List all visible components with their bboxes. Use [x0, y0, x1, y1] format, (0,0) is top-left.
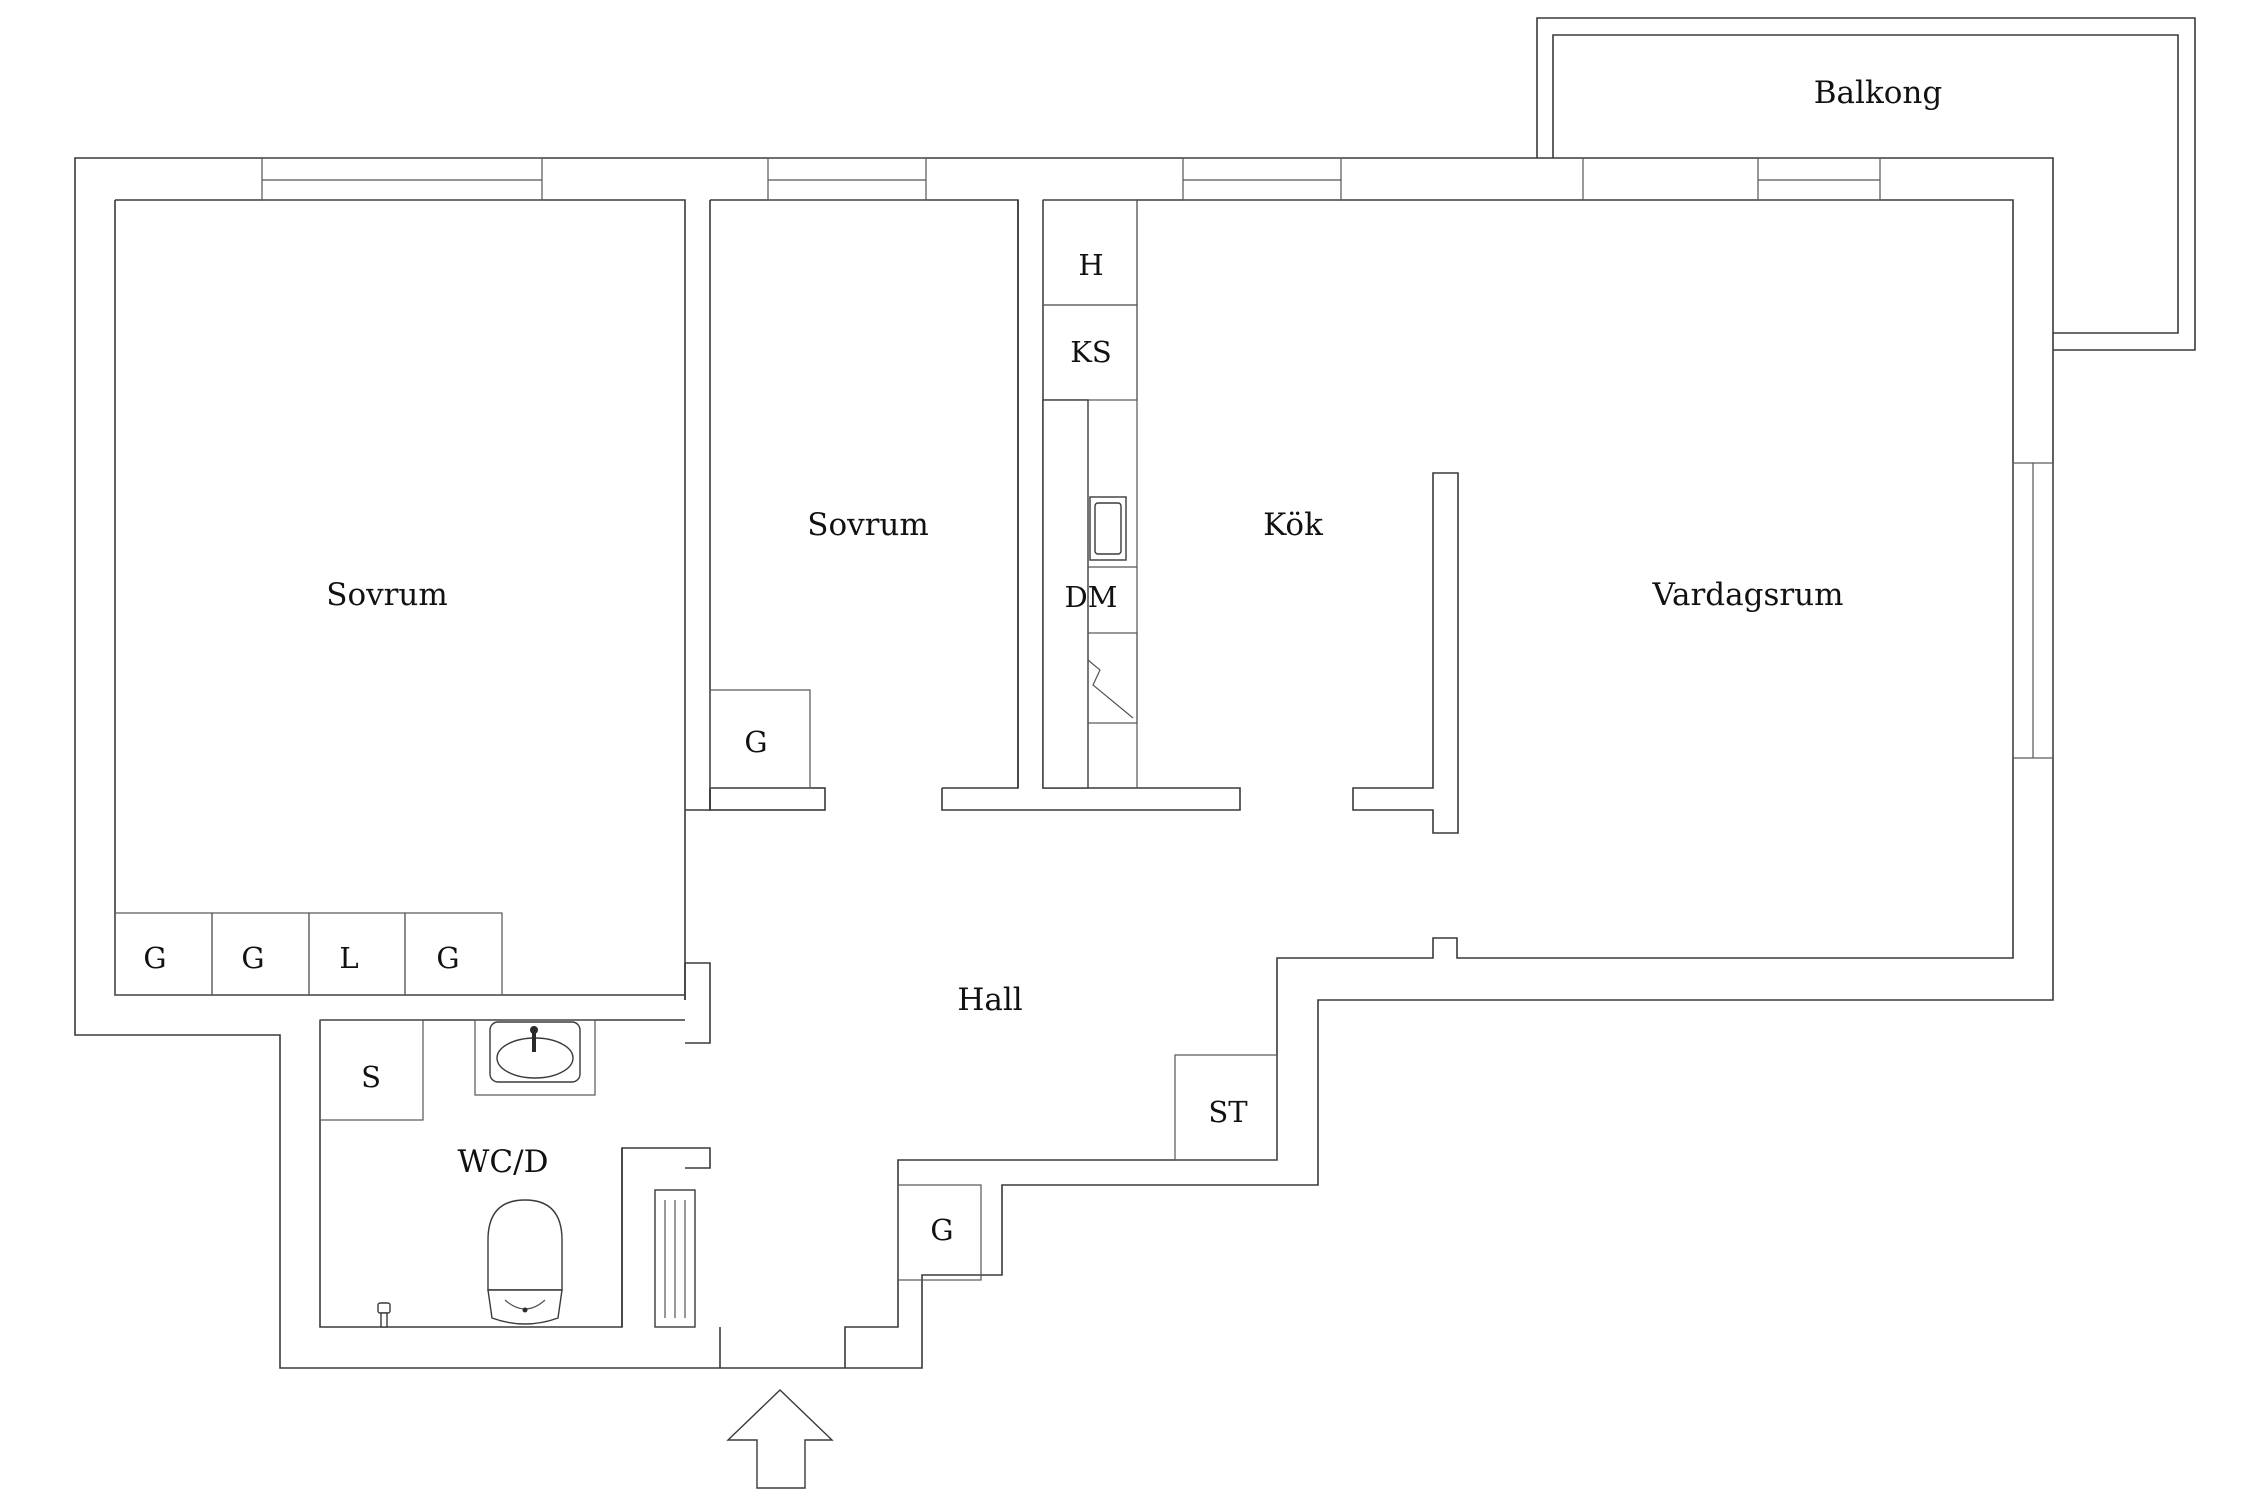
window — [1182, 157, 1342, 201]
room-label-bedroom-small: Sovrum — [807, 507, 929, 543]
fixture-label-ks: KS — [1070, 335, 1112, 369]
kitchen-sink-icon — [1089, 496, 1127, 561]
sink-icon — [474, 1019, 596, 1096]
room-label-hall: Hall — [957, 982, 1022, 1018]
room-labels: Balkong Sovrum Sovrum Kök Vardagsrum Hal… — [326, 75, 1942, 1180]
room-label-wc: WC/D — [458, 1144, 549, 1180]
fixture-label-g-2: G — [241, 941, 264, 975]
interior-walls — [320, 200, 1459, 1044]
kitchen-fixtures — [1042, 199, 1138, 789]
room-label-kitchen: Kök — [1263, 507, 1323, 543]
balcony — [1536, 17, 2196, 351]
fixture-label-l: L — [339, 941, 358, 975]
fixture-label-st: ST — [1208, 1095, 1248, 1129]
window — [767, 157, 927, 201]
windows — [261, 157, 2054, 759]
closets — [114, 689, 1278, 1281]
room-label-bedroom-large: Sovrum — [326, 577, 448, 613]
fixture-labels: H KS DM G G G L G S ST G — [143, 248, 1248, 1247]
fixture-label-h: H — [1078, 248, 1103, 282]
tap-icon — [377, 1302, 391, 1328]
fixture-label-g-1: G — [143, 941, 166, 975]
toilet-icon — [487, 1199, 563, 1325]
room-label-living-room: Vardagsrum — [1651, 577, 1843, 613]
fixture-label-g-small-bedroom: G — [744, 725, 767, 759]
window — [2012, 462, 2054, 759]
fixture-label-dm: DM — [1065, 580, 1118, 614]
room-label-balcony: Balkong — [1814, 75, 1942, 111]
window — [261, 157, 543, 201]
radiator-icon — [621, 1148, 696, 1328]
fixture-label-g-hall: G — [930, 1213, 953, 1247]
up-arrow-icon — [726, 1389, 834, 1489]
fixture-label-g-3: G — [436, 941, 459, 975]
fixture-label-s: S — [361, 1060, 381, 1094]
window — [1757, 157, 1881, 201]
